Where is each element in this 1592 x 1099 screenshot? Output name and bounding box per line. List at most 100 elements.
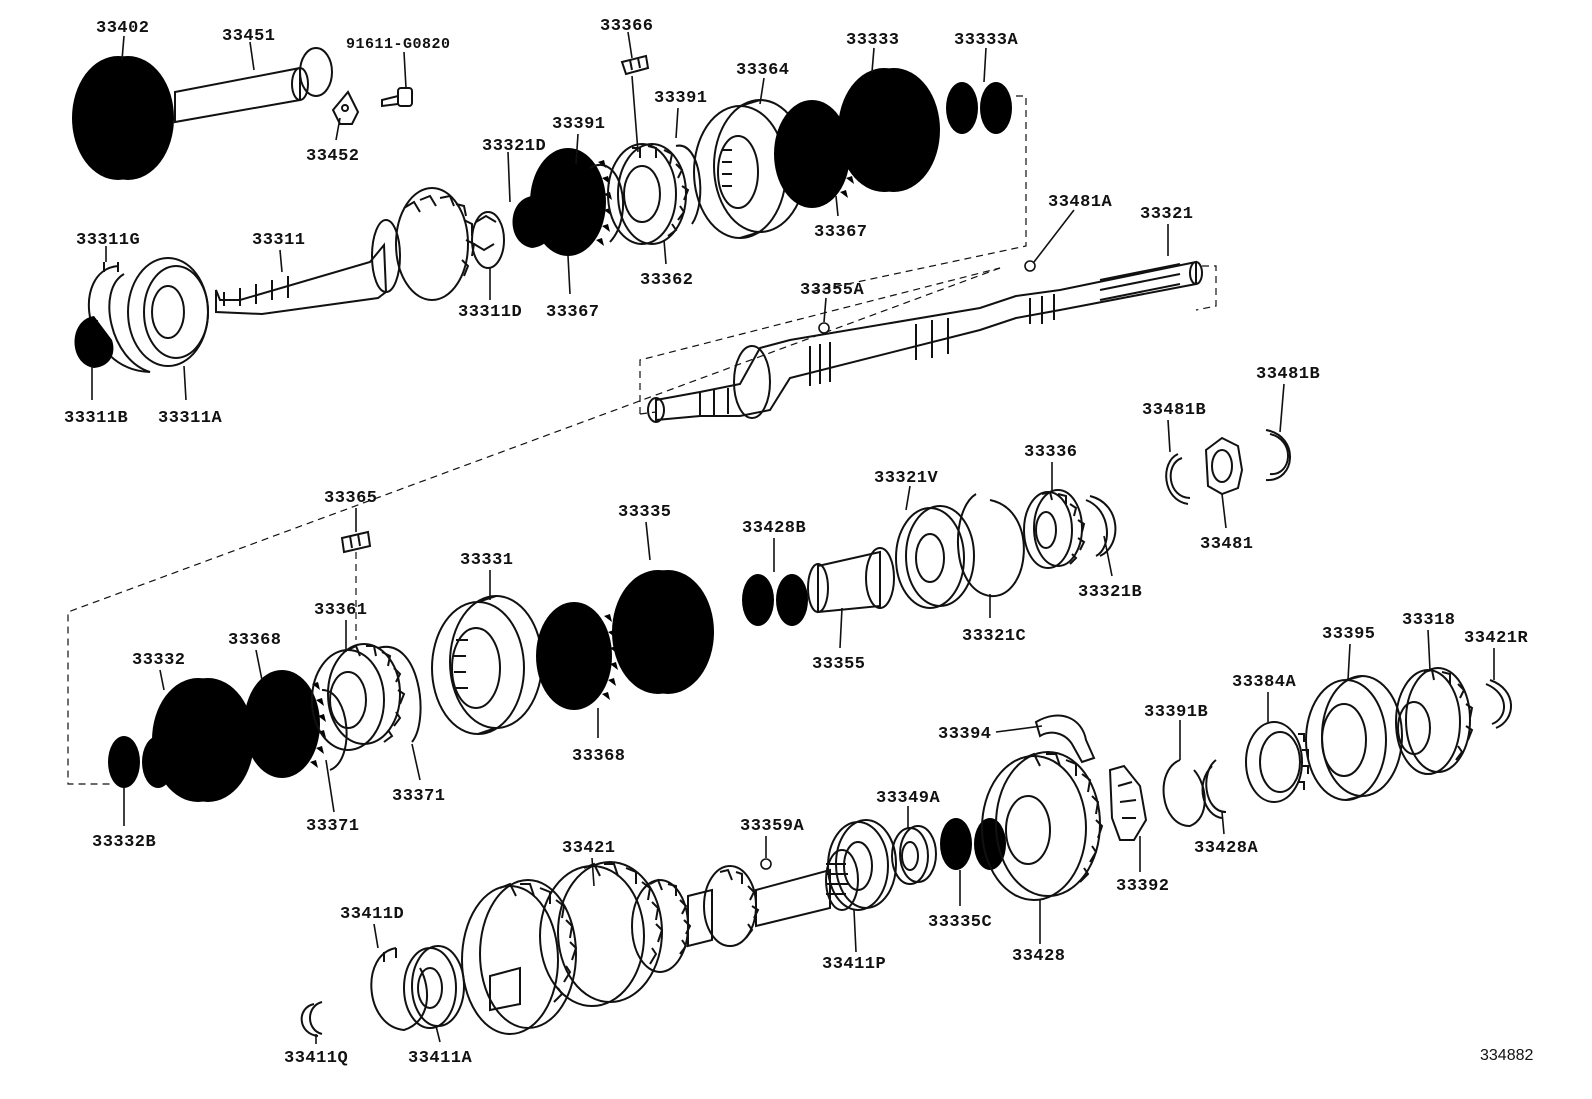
part-33311A-ball-bearing <box>127 257 209 367</box>
part-33311-input-shaft <box>215 187 476 316</box>
part-33394-plate <box>1034 714 1096 764</box>
part-33428B-needle-bearing <box>742 574 808 626</box>
label-33481B: 33481B <box>1256 365 1320 384</box>
label-33321V: 33321V <box>874 469 939 488</box>
label-33335C: 33335C <box>928 913 992 932</box>
label-33391B: 33391B <box>1144 703 1208 722</box>
part-33421-counter-shaft <box>461 849 859 1035</box>
part-33428-gear <box>981 751 1104 901</box>
part-33331-hub-sleeve <box>431 595 543 735</box>
label-33371: 33371 <box>392 787 446 806</box>
part-33384A-sync-ring <box>1245 721 1309 803</box>
part-33321B-snap-ring <box>1085 495 1117 557</box>
shaft-bracket-lower <box>639 265 1217 415</box>
label-33452: 33452 <box>306 147 360 166</box>
part-33333-gear <box>838 68 940 192</box>
part-33371-key-spring-2 <box>377 645 422 743</box>
part-33411D-snap-ring <box>370 947 429 1032</box>
part-33311B-snap-ring <box>74 316 114 368</box>
part-33391B-snap-ring <box>1162 759 1206 828</box>
part-33355A-ball <box>818 322 830 334</box>
label-33481B-b: 33481B <box>1142 401 1206 420</box>
label-33332: 33332 <box>132 651 186 670</box>
label-33411Q: 33411Q <box>284 1049 348 1068</box>
label-33428A: 33428A <box>1194 839 1259 858</box>
label-33421R: 33421R <box>1464 629 1529 648</box>
label-33311G: 33311G <box>76 231 140 250</box>
part-33402-input-gear <box>72 56 174 180</box>
part-33411A-bearing <box>403 945 465 1029</box>
label-33402: 33402 <box>96 19 150 38</box>
bracket-counter <box>67 267 1001 785</box>
part-33391-key-spring-2 <box>675 144 702 225</box>
label-33367-b: 33367 <box>546 303 600 322</box>
label-33335: 33335 <box>618 503 672 522</box>
part-33336-gear <box>1023 489 1086 569</box>
part-33481A-ball <box>1024 260 1036 272</box>
label-33333: 33333 <box>846 31 900 50</box>
label-33481: 33481 <box>1200 535 1254 554</box>
part-33318-gear <box>1395 667 1474 775</box>
label-33333A: 33333A <box>954 31 1019 50</box>
label-33392: 33392 <box>1116 877 1170 896</box>
part-33333A-needle-bearing <box>946 82 1012 134</box>
bracket-33333A <box>809 95 1027 293</box>
part-33365-shifting-key <box>340 530 372 554</box>
label-33368-b: 33368 <box>572 747 626 766</box>
part-33481B-snap-ring <box>1165 453 1191 505</box>
label-33349A: 33349A <box>876 789 941 808</box>
label-33321B: 33321B <box>1078 583 1142 602</box>
part-33411P-bearing <box>827 819 897 911</box>
part-91611-G0820-bolt <box>381 87 413 108</box>
part-33366-shifting-key <box>620 54 650 76</box>
label-33311A: 33311A <box>158 409 223 428</box>
label-33384A: 33384A <box>1232 673 1297 692</box>
label-33331: 33331 <box>460 551 514 570</box>
label-33451: 33451 <box>222 27 276 46</box>
part-33359A-ball <box>760 858 772 870</box>
part-33335-gear <box>612 570 714 694</box>
part-labels: 33402 33451 91611-G0820 33452 33366 3333… <box>64 17 1533 1068</box>
label-33365: 33365 <box>324 489 378 508</box>
part-33355-spacer-bushing <box>807 547 895 614</box>
label-33411D: 33411D <box>340 905 404 924</box>
label-33368: 33368 <box>228 631 282 650</box>
part-33371-key-spring <box>321 689 348 771</box>
part-33428A-snap-ring <box>1201 759 1227 819</box>
label-33321C: 33321C <box>962 627 1026 646</box>
figure-code: 334882 <box>1480 1047 1533 1064</box>
part-33361-hub-sleeve <box>311 643 406 751</box>
label-33321: 33321 <box>1140 205 1194 224</box>
label-33311: 33311 <box>252 231 306 250</box>
label-33355: 33355 <box>812 655 866 674</box>
part-33481-lock-nut <box>1204 436 1244 496</box>
part-33452-lock-plate <box>331 90 360 125</box>
part-33311G-snap-ring <box>87 262 151 373</box>
label-33428B: 33428B <box>742 519 806 538</box>
part-33451-shaft <box>174 47 333 124</box>
leader-lines <box>91 31 1495 1044</box>
label-33366: 33366 <box>600 17 654 36</box>
part-33368-sync-ring-2 <box>536 602 618 710</box>
label-33359A: 33359A <box>740 817 805 836</box>
label-33367: 33367 <box>814 223 868 242</box>
part-33391-key-spring <box>589 164 625 243</box>
label-33421: 33421 <box>562 839 616 858</box>
part-33332-gear <box>152 678 254 802</box>
label-33332B: 33332B <box>92 833 156 852</box>
part-33321V-ball-bearing <box>895 505 975 609</box>
label-33364: 33364 <box>736 61 790 80</box>
part-33349A-spacer <box>891 825 937 885</box>
part-33411Q-snap-ring <box>300 1001 323 1037</box>
label-33311B: 33311B <box>64 409 128 428</box>
label-33361: 33361 <box>314 601 368 620</box>
part-33311D-needle-bearing <box>471 211 505 269</box>
label-33411A: 33411A <box>408 1049 473 1068</box>
part-33395-hub-sleeve <box>1305 675 1403 801</box>
part-33481B-snap-ring-2 <box>1265 429 1291 482</box>
label-33411P: 33411P <box>822 955 886 974</box>
label-33371-b: 33371 <box>306 817 360 836</box>
label-33395: 33395 <box>1322 625 1376 644</box>
label-33311D: 33311D <box>458 303 522 322</box>
part-33321C-snap-ring <box>956 493 1025 598</box>
